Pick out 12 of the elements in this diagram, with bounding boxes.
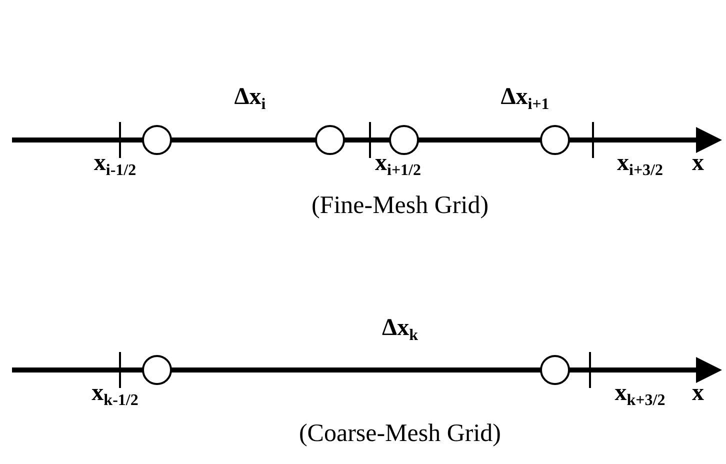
face-position-label: x$_{k-1/2}$ <box>92 380 138 410</box>
grid-caption: (Fine-Mesh Grid) <box>311 192 489 220</box>
face-position-label: x$_{k+3/2}$ <box>614 380 666 410</box>
cell-width-label: Δx$_{i+1}$ <box>500 84 550 114</box>
axis-label: x <box>692 150 704 176</box>
face-position-label: x$_{i+1/2}$ <box>375 150 421 180</box>
cell-width-label: Δx$_{i}$ <box>234 84 266 114</box>
cell-width-label: Δx$_{k}$ <box>382 315 418 345</box>
grid-caption: (Coarse-Mesh Grid) <box>298 420 502 448</box>
axis-label: x <box>692 380 704 406</box>
face-position-label: x$_{i+3/2}$ <box>617 150 663 180</box>
face-position-label: x$_{i-1/2}$ <box>94 150 136 180</box>
